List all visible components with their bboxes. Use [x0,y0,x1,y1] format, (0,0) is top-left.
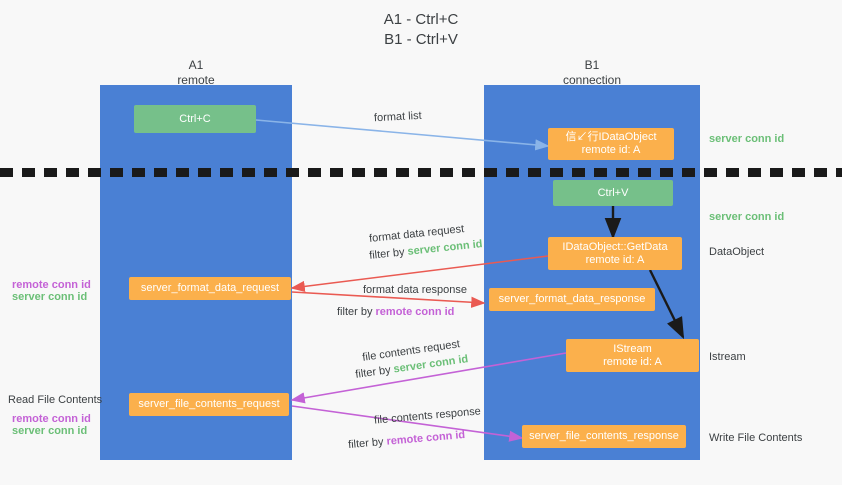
annot-filter-by-2-text: filter by [337,306,373,318]
box-server-format-data-request[interactable]: server_format_data_request [129,277,291,300]
lane-a1-name: A1 [188,58,204,72]
label-server-conn-id-top: server conn id [709,133,785,145]
label-write-file-contents: Write File Contents [709,432,803,444]
annot-filter-by-3-text: filter by [354,364,392,381]
box-server-format-data-response-label: server_format_data_response [498,293,646,305]
box-ctrl-c[interactable]: Ctrl+C [134,105,256,133]
page-title: A1 - Ctrl+C B1 - Ctrl+V [0,10,842,50]
title-line-2: B1 - Ctrl+V [384,31,458,48]
annot-format-data-response: format data response [363,284,467,296]
label-server-conn-id-1: server conn id [12,291,88,303]
box-server-file-contents-request-label: server_file_contents_request [138,398,280,410]
box-ctrl-c-label: Ctrl+C [179,112,211,125]
box-idataobject-line2: remote id: A [581,144,641,156]
annot-filter-by-4: filter by remote conn id [348,428,466,453]
box-getdata-line2: remote id: A [585,253,645,266]
box-istream-line2: remote id: A [603,355,662,368]
box-idataobject-line1: 信↙行IDataObject [565,131,657,143]
label-remote-conn-id-1: remote conn id [12,279,91,291]
box-server-format-data-request-label: server_format_data_request [140,282,280,294]
label-dataobject: DataObject [709,246,765,258]
label-server-conn-id-2: server conn id [12,425,88,437]
box-getdata-line1: IDataObject::GetData [562,240,668,253]
lane-b1-name: B1 [584,58,600,72]
lane-b1-sub: connection [562,73,622,87]
box-ctrl-v[interactable]: Ctrl+V [553,180,673,206]
box-ctrl-v-label: Ctrl+V [597,186,629,199]
annot-filter-target-2: remote conn id [375,306,455,318]
box-server-file-contents-request[interactable]: server_file_contents_request [129,393,289,416]
annot-format-list: format list [373,109,422,125]
annot-filter-by-2: filter by remote conn id [337,305,454,320]
phase-divider [0,168,842,177]
annot-filter-by-1-text: filter by [368,246,406,262]
box-idataobject[interactable]: 信↙行IDataObject remote id: A [548,128,674,160]
label-read-file-contents: Read File Contents [8,394,103,406]
lane-header-a1: A1 remote [100,58,292,88]
box-server-format-data-response[interactable]: server_format_data_response [489,288,655,311]
lane-a1-sub: remote [177,73,215,87]
annot-filter-target-4: remote conn id [386,428,466,448]
box-istream[interactable]: IStream remote id: A [566,339,699,372]
title-line-1: A1 - Ctrl+C [383,11,459,28]
label-server-conn-id-mid: server conn id [709,211,785,223]
box-server-file-contents-response-label: server_file_contents_response [529,430,679,442]
box-server-file-contents-response[interactable]: server_file_contents_response [522,425,686,448]
annot-filter-by-4-text: filter by [347,436,385,452]
box-istream-line1: IStream [613,342,652,355]
label-remote-conn-id-2: remote conn id [12,413,91,425]
box-getdata[interactable]: IDataObject::GetData remote id: A [548,237,682,270]
label-istream: Istream [709,351,746,363]
annot-file-contents-response: file contents response [373,405,482,427]
lane-header-b1: B1 connection [484,58,700,88]
